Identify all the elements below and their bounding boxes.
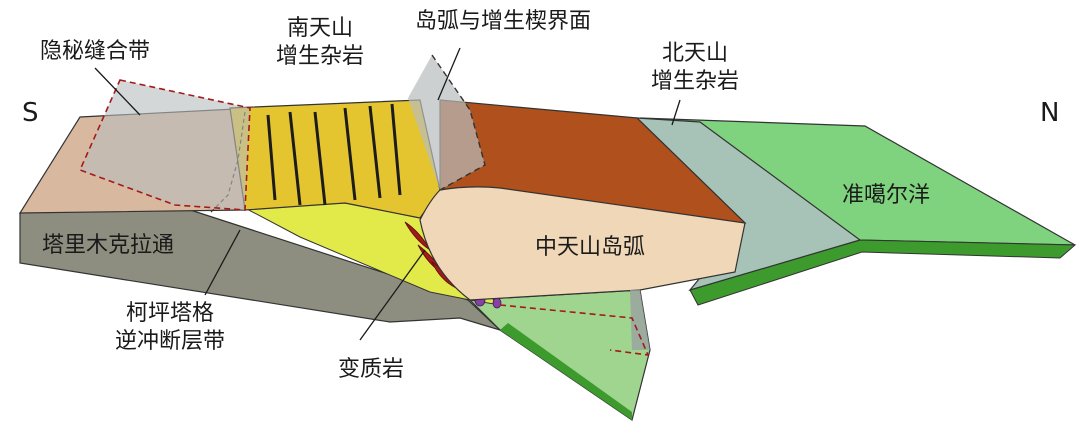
south-tianshan-accretion [229, 99, 441, 219]
label-south-tianshan-line1: 南天山 [286, 16, 353, 41]
label-north-tianshan: 北天山 增生杂岩 [640, 40, 750, 96]
tarim-craton-side [19, 204, 501, 331]
label-tarim-craton: 塔里木克拉通 [42, 233, 175, 258]
label-north-tianshan-line2: 增生杂岩 [650, 69, 739, 94]
slab-edge [500, 323, 632, 420]
label-kepingtag-line1: 柯坪塔格 [125, 301, 214, 326]
label-kepingtag: 柯坪塔格 逆冲断层带 [105, 300, 235, 356]
suture-red-dashed-bottom [499, 304, 650, 356]
label-south-tianshan-line2: 增生杂岩 [275, 44, 364, 69]
suture-red-dashed-left [78, 79, 251, 211]
interface-overlay [408, 55, 485, 190]
label-central-tianshan-arc: 中天山岛弧 [535, 235, 646, 260]
label-arc-accretion-interface: 岛弧与增生楔界面 [415, 9, 592, 34]
label-kepingtag-line2: 逆冲断层带 [114, 329, 225, 354]
slab-grey-overlay [630, 290, 650, 350]
leader-lines [94, 47, 681, 341]
central-tianshan-arc-body [419, 186, 746, 301]
label-north-tianshan-line1: 北天山 [661, 41, 728, 66]
label-metamorphic-rock: 变质岩 [338, 357, 405, 382]
direction-south: S [22, 98, 39, 128]
suture-red-dashed-interface [431, 54, 486, 191]
direction-north: N [1040, 98, 1060, 128]
subducting-slab [468, 289, 651, 421]
label-hidden-suture: 隐秘缝合带 [40, 39, 151, 64]
label-south-tianshan: 南天山 增生杂岩 [265, 15, 375, 71]
label-junggar-ocean: 准噶尔洋 [842, 183, 931, 208]
thrust-slivers [266, 103, 402, 206]
hidden-suture-overlay [80, 80, 250, 210]
